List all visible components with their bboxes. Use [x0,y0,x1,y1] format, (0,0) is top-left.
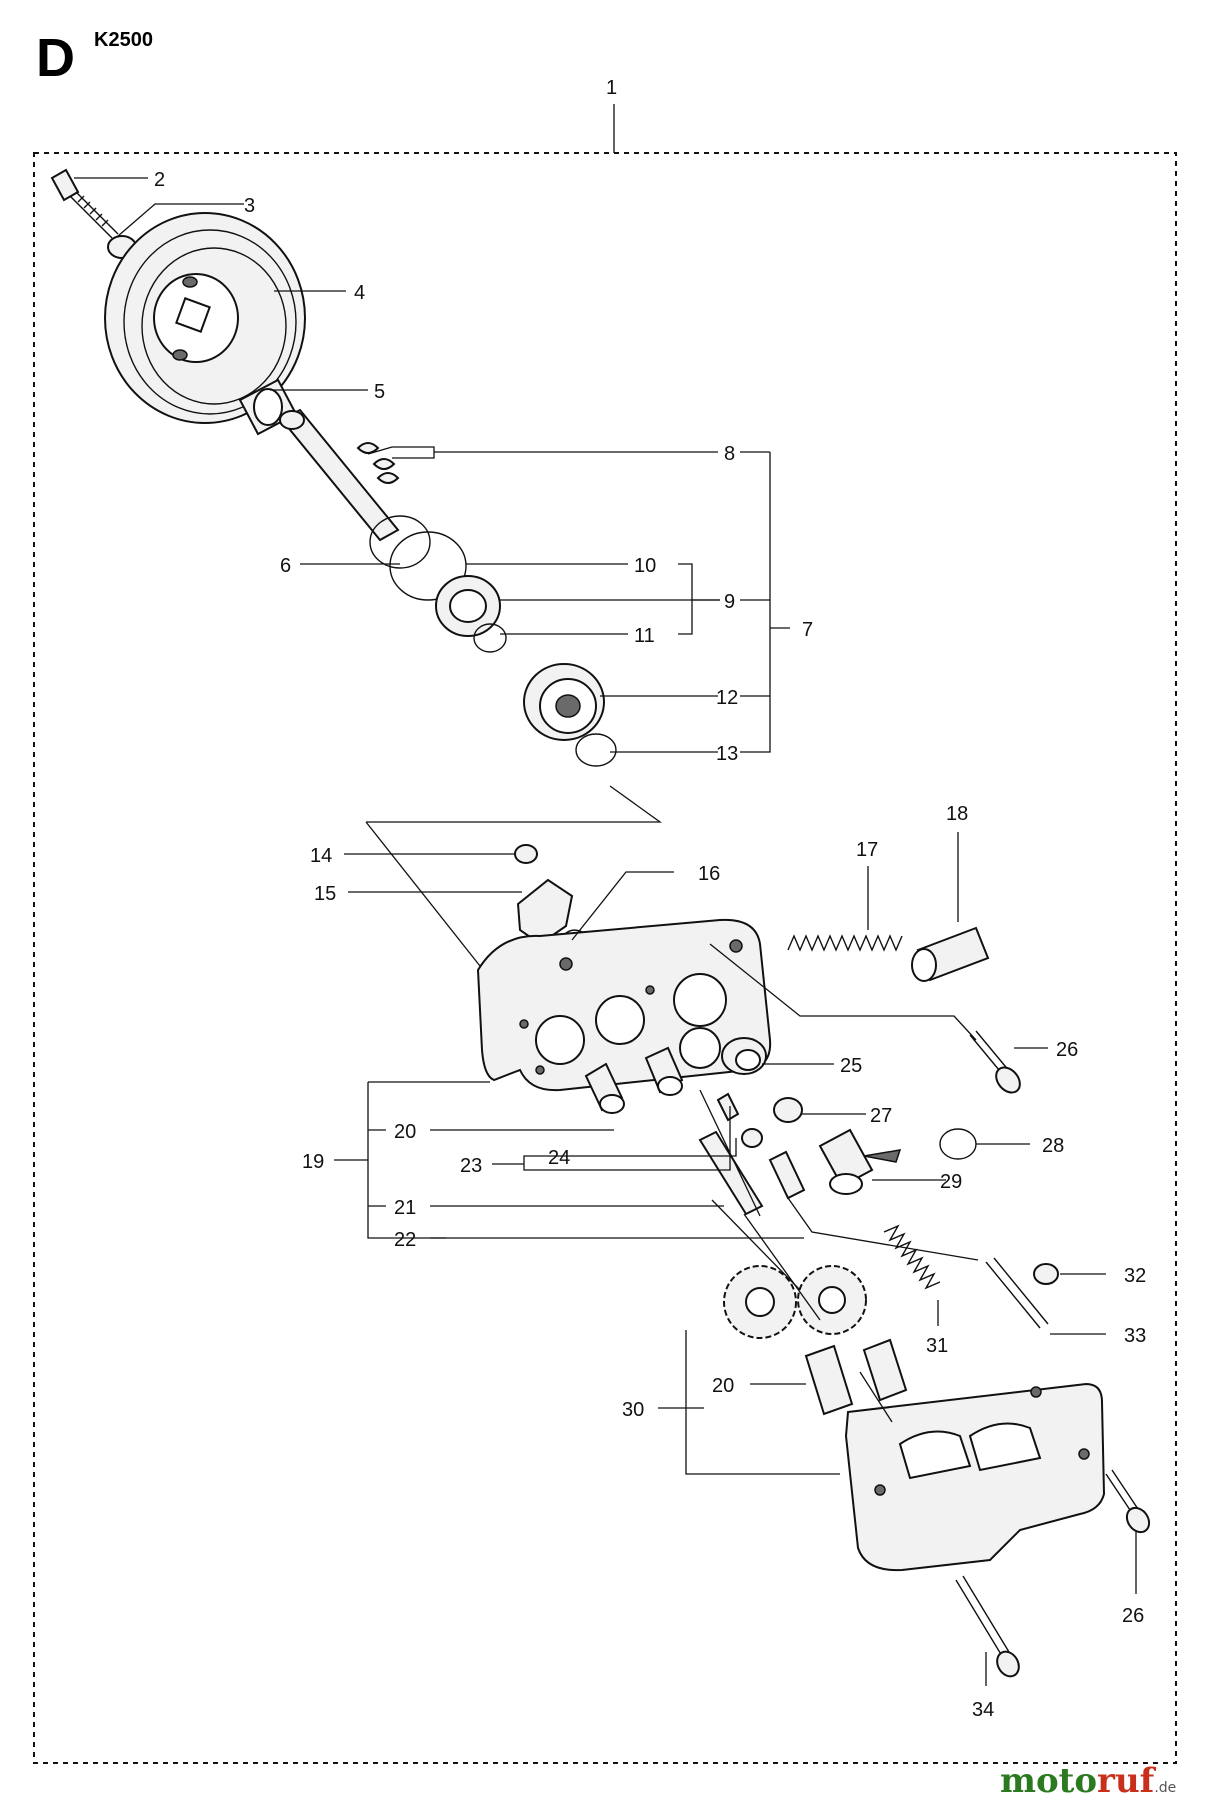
washer-part-24 [741,1128,763,1148]
circlip-part-6 [369,515,431,569]
watermark-logo: motoruf.de [1000,1761,1176,1800]
screw-part-2 [50,168,119,239]
callout-28: 28 [1042,1135,1064,1157]
callout-numbers: 1 2 3 4 5 6 7 8 9 10 11 12 13 14 15 16 1… [154,77,1146,1721]
callout-23: 23 [460,1155,482,1177]
oring-part-10 [389,531,467,601]
callout-7: 7 [802,619,813,641]
callout-25: 25 [840,1055,862,1077]
callout-6: 6 [280,555,291,577]
watermark-suffix: .de [1154,1780,1176,1796]
alignment-lines [365,785,979,1423]
model-label: K2500 [94,29,153,51]
shaft-part-21 [698,1130,764,1216]
keys-part-8 [356,442,400,484]
screw-part-26-lower [1105,1469,1151,1534]
valve-part-29 [818,1128,902,1195]
callout-13: 13 [716,743,738,765]
pump-cover-part-30 [844,1382,1106,1572]
callout-15: 15 [314,883,336,905]
assembly-frame [33,152,1177,1764]
bearing-part-12 [523,663,605,741]
pin-part-23 [716,1092,740,1122]
callout-2: 2 [154,169,165,191]
callout-33: 33 [1124,1325,1146,1347]
callout-5: 5 [374,381,385,403]
callout-30: 30 [622,1399,644,1421]
screw-part-34 [955,1575,1020,1678]
oring-part-11 [473,623,507,653]
watermark-part2: ruf [1097,1761,1157,1800]
pump-housing-part-19 [476,918,772,1092]
callout-3: 3 [244,195,255,217]
callout-26-lower: 26 [1122,1605,1144,1627]
watermark-part1: moto [1000,1761,1097,1800]
nut-part-14 [514,844,538,864]
callout-19: 19 [302,1151,324,1173]
spring-part-17 [787,934,903,952]
callout-4: 4 [354,282,365,304]
callout-20-upper: 20 [394,1121,416,1143]
bushings-part-20-upper [584,1046,684,1114]
callout-18: 18 [946,803,968,825]
ring-part-28 [939,1128,977,1160]
sleeve-part-18 [911,926,990,982]
bushings-part-20-lower [804,1338,908,1416]
callout-32: 32 [1124,1265,1146,1287]
callout-22: 22 [394,1229,416,1251]
shaft [279,408,400,542]
seal-part-9 [435,575,501,637]
leader-lines [74,177,1137,1686]
callout-16: 16 [698,863,720,885]
callout-10: 10 [634,555,656,577]
callout-1: 1 [606,77,617,99]
callout-12: 12 [716,687,738,709]
callout-20-lower: 20 [712,1375,734,1397]
callout-31: 31 [926,1335,948,1357]
spring-part-31 [883,1224,941,1290]
pulley-part-4 [104,212,306,424]
callout-34: 34 [972,1699,994,1721]
callout-11: 11 [634,625,655,647]
callout-8: 8 [724,443,735,465]
section-letter: D [36,28,75,88]
circlip-part-13 [575,733,617,767]
bolt-part-33 [985,1257,1049,1329]
washer-part-27 [773,1097,803,1123]
svg-text:motoruf.de: motoruf.de [1000,1761,1176,1800]
callout-21: 21 [394,1197,416,1219]
nut-part-32 [1033,1263,1059,1285]
callout-24: 24 [548,1147,570,1169]
plate-part-15 [516,878,574,946]
gears-part-30 [723,1265,867,1339]
callout-27: 27 [870,1105,892,1127]
callout-26-upper: 26 [1056,1039,1078,1061]
screw-part-26-upper [969,1030,1021,1094]
callout-29: 29 [940,1171,962,1193]
fitting-part-25 [721,1037,767,1075]
callout-17: 17 [856,839,878,861]
shaft-part-22 [768,1150,806,1200]
callout-9: 9 [724,591,735,613]
callout-14: 14 [310,845,332,867]
